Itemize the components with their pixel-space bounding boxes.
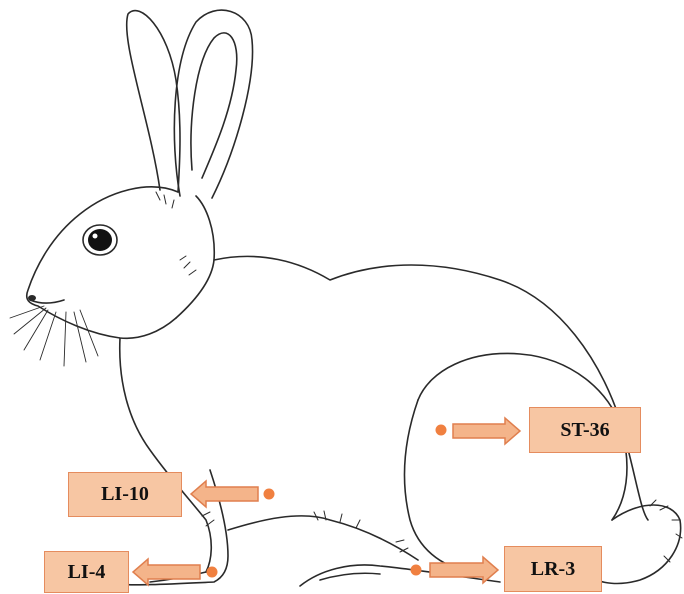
rabbit-nose <box>28 295 36 301</box>
label-li10: LI-10 <box>68 472 182 517</box>
label-lr3: LR-3 <box>504 546 602 592</box>
arrow-left-li10 <box>191 481 258 507</box>
label-li4: LI-4 <box>44 551 129 593</box>
acupoint-marker-li10 <box>264 489 275 500</box>
rabbit-chest <box>120 338 212 572</box>
rabbit-cheek <box>176 196 214 318</box>
rabbit-back <box>214 256 648 520</box>
rabbit-fur-tufts <box>156 192 682 562</box>
rabbit-eye <box>88 229 112 251</box>
arrow-left-li4 <box>133 559 200 585</box>
acupoint-marker-st36 <box>436 425 447 436</box>
rabbit-eye-highlight <box>93 234 98 239</box>
acupoint-marker-lr3 <box>411 565 422 576</box>
acupoint-marker-li4 <box>207 567 218 578</box>
label-st36: ST-36 <box>529 407 641 453</box>
rabbit-tail <box>590 505 681 583</box>
rabbit-belly <box>228 516 418 560</box>
rabbit-muzzle <box>30 300 64 303</box>
rabbit-head <box>27 187 178 338</box>
arrow-right-st36 <box>453 418 520 444</box>
rabbit-hind-toes <box>320 573 380 580</box>
rabbit-back-ear <box>127 11 180 192</box>
